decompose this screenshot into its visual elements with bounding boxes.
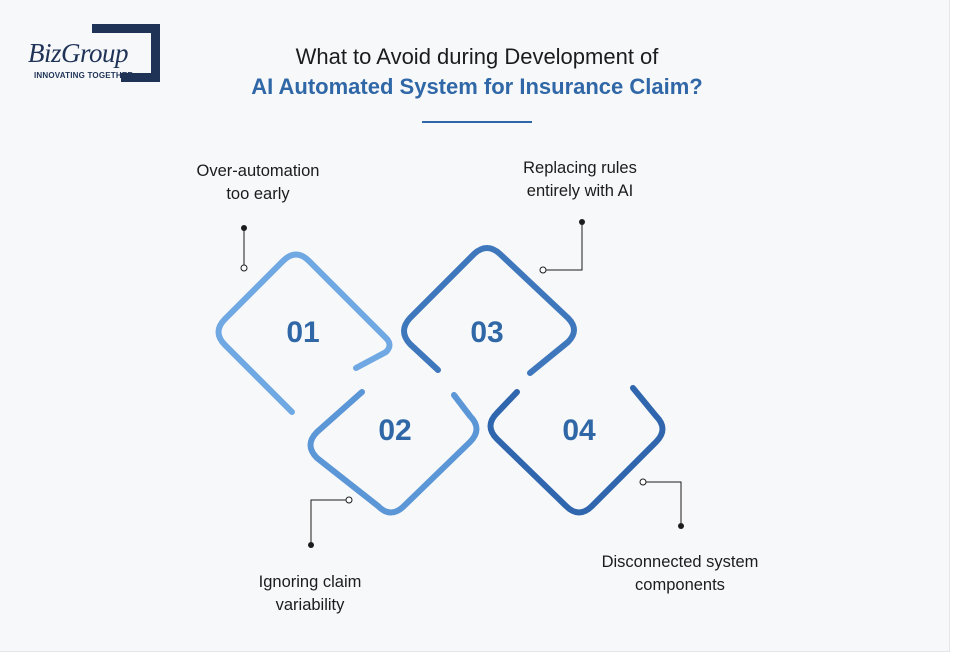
step-number-04: 04: [562, 414, 596, 447]
step-label-01-line1: Over-automation: [196, 162, 320, 180]
title-underline: [422, 121, 532, 123]
step-label-04-line2: components: [635, 576, 725, 594]
step-label-03-line1: Replacing rules: [523, 159, 637, 177]
step-label-01-line2: too early: [226, 185, 290, 203]
logo-frame-top: [92, 24, 132, 33]
connector-02: [308, 496, 353, 548]
step-label-03: Replacing rules entirely with AI: [490, 157, 670, 203]
diamond-01: [215, 251, 393, 415]
page-title-line2: AI Automated System for Insurance Claim?: [251, 74, 703, 99]
connector-04: [639, 478, 684, 529]
step-number-03: 03: [470, 316, 503, 349]
connector-01: [240, 225, 248, 272]
step-label-01: Over-automation too early: [168, 160, 348, 206]
diamond-02: [307, 389, 480, 516]
step-label-03-line2: entirely with AI: [526, 182, 634, 200]
diamond-04: [487, 385, 666, 516]
diamond-03: [401, 245, 577, 376]
bizgroup-logo: BizGroup INNOVATING TOGETHER: [26, 24, 162, 86]
step-label-04-line1: Disconnected system: [601, 553, 759, 571]
step-label-02: Ignoring claim variability: [220, 571, 400, 617]
step-label-02-line2: variability: [275, 596, 345, 614]
logo-frame: [121, 24, 160, 82]
connector-03: [539, 219, 585, 274]
logo-wordmark: BizGroup: [28, 38, 129, 68]
step-label-04: Disconnected system components: [570, 551, 790, 597]
step-number-02: 02: [378, 414, 411, 447]
page-title-line1: What to Avoid during Development of: [295, 44, 659, 69]
logo-tagline: INNOVATING TOGETHER: [34, 71, 134, 80]
step-number-01: 01: [286, 316, 319, 349]
step-label-02-line1: Ignoring claim: [258, 573, 362, 591]
